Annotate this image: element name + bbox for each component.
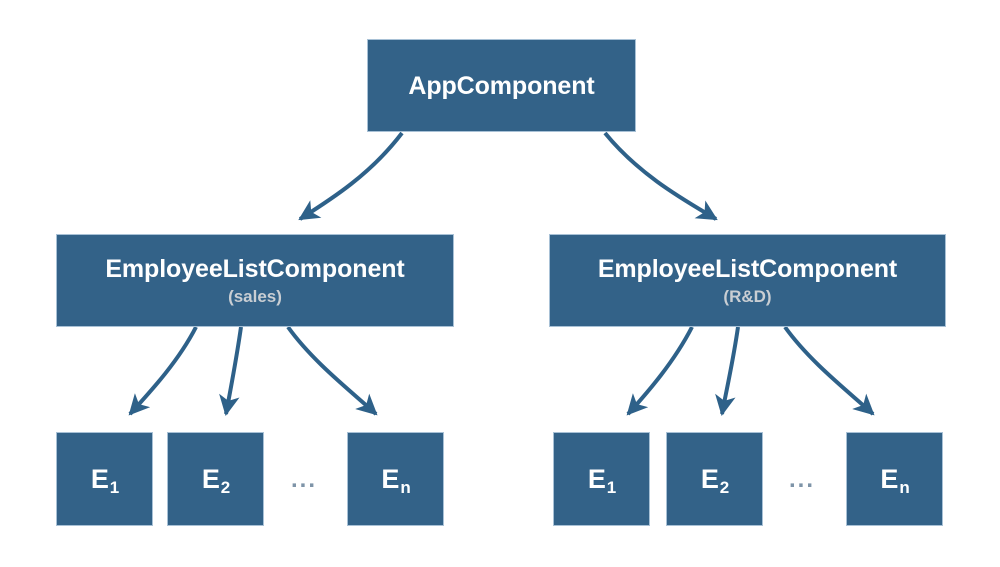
node-app-component[interactable]: AppComponent — [367, 39, 636, 132]
sales-leaf-ellipsis: ... — [291, 466, 318, 493]
leaf-base: E — [381, 463, 400, 494]
node-employee-list-sales-subtitle: (sales) — [228, 286, 282, 306]
leaf-base: E — [700, 463, 719, 494]
leaf-index: 2 — [719, 477, 730, 497]
leaf-index: n — [400, 477, 411, 497]
node-employee-list-sales[interactable]: EmployeeListComponent (sales) — [56, 234, 454, 327]
edge-root-to-sales — [298, 131, 404, 221]
edge-rnd-to-e2 — [715, 326, 740, 417]
edge-sales-to-e1 — [128, 326, 198, 416]
leaf-base: E — [587, 463, 606, 494]
leaf-base: E — [201, 463, 220, 494]
rnd-leaf-ellipsis: ... — [789, 466, 816, 493]
edge-sales-to-e2 — [219, 326, 243, 417]
leaf-index: 1 — [606, 477, 617, 497]
node-app-component-label: AppComponent — [408, 71, 595, 100]
leaf-index: 1 — [109, 477, 120, 497]
edge-rnd-to-en — [783, 325, 875, 416]
leaf-base: E — [90, 463, 109, 494]
leaf-index: 2 — [220, 477, 231, 497]
leaf-base: E — [880, 463, 899, 494]
edge-root-to-rnd — [603, 131, 718, 221]
node-employee-list-rnd-subtitle: (R&D) — [723, 286, 772, 306]
edge-sales-to-en — [286, 325, 378, 416]
node-employee-list-rnd[interactable]: EmployeeListComponent (R&D) — [549, 234, 946, 327]
leaf-index: n — [899, 477, 910, 497]
edge-rnd-to-e1 — [626, 326, 694, 416]
node-employee-list-rnd-label: EmployeeListComponent — [597, 254, 898, 283]
node-employee-list-sales-label: EmployeeListComponent — [105, 254, 405, 283]
